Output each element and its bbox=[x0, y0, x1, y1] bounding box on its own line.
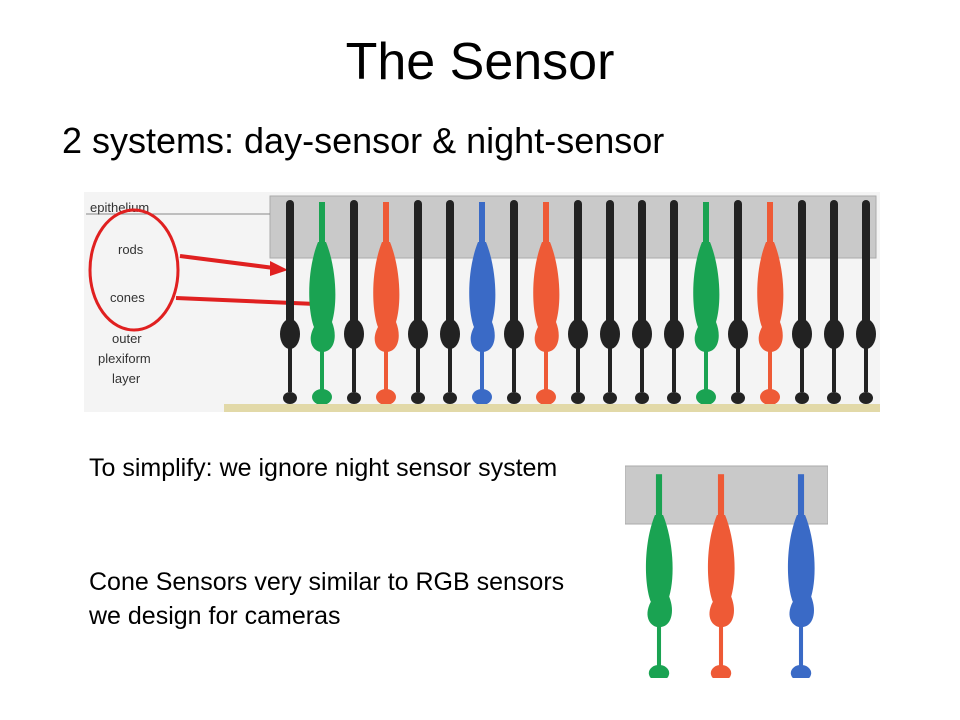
photoreceptor-cells bbox=[280, 200, 876, 405]
cone-detail-diagram bbox=[625, 464, 828, 678]
detail-blue-cone-3 bbox=[787, 474, 815, 678]
slide-title: The Sensor bbox=[345, 33, 615, 91]
epithelium-band bbox=[269, 195, 877, 259]
cell-rod-1 bbox=[280, 200, 300, 404]
detail-red-cone-2 bbox=[707, 474, 735, 678]
label-plexiform: plexiform bbox=[98, 351, 151, 366]
cell-rod-8 bbox=[504, 200, 524, 404]
note-simplify: To simplify: we ignore night sensor syst… bbox=[89, 454, 558, 482]
cell-red-cone-4 bbox=[373, 202, 400, 405]
plexiform-strip bbox=[224, 404, 880, 412]
slide-subtitle: 2 systems: day-sensor & night-sensor bbox=[62, 120, 665, 161]
cell-rod-6 bbox=[440, 200, 460, 404]
cone-detail-svg bbox=[625, 464, 828, 678]
cell-rod-15 bbox=[728, 200, 748, 404]
label-rods: rods bbox=[118, 242, 144, 257]
cell-rod-3 bbox=[344, 200, 364, 404]
cell-rod-5 bbox=[408, 200, 428, 404]
cell-green-cone-14 bbox=[693, 202, 720, 405]
detail-green-cone-1 bbox=[645, 474, 673, 678]
cell-rod-10 bbox=[568, 200, 588, 404]
label-cones: cones bbox=[110, 290, 145, 305]
cell-rod-11 bbox=[600, 200, 620, 404]
cell-red-cone-9 bbox=[533, 202, 560, 405]
label-outer: outer bbox=[112, 331, 142, 346]
retina-diagram: epithelium rods cones outer plexiform la… bbox=[84, 192, 880, 412]
retina-diagram-svg: epithelium rods cones outer plexiform la… bbox=[84, 192, 880, 412]
label-layer: layer bbox=[112, 371, 141, 386]
cell-rod-17 bbox=[792, 200, 812, 404]
detail-cone-cells bbox=[645, 474, 815, 678]
cell-rod-13 bbox=[664, 200, 684, 404]
arrow-rods-head bbox=[270, 261, 288, 276]
cell-rod-19 bbox=[856, 200, 876, 404]
note-cone-sensors: Cone Sensors very similar to RGB sensors… bbox=[89, 568, 565, 630]
cell-rod-12 bbox=[632, 200, 652, 404]
cell-rod-18 bbox=[824, 200, 844, 404]
cell-blue-cone-7 bbox=[469, 202, 496, 405]
cell-red-cone-16 bbox=[757, 202, 784, 405]
arrow-rods bbox=[179, 254, 275, 270]
cell-green-cone-2 bbox=[309, 202, 336, 405]
highlight-circle bbox=[88, 208, 180, 332]
